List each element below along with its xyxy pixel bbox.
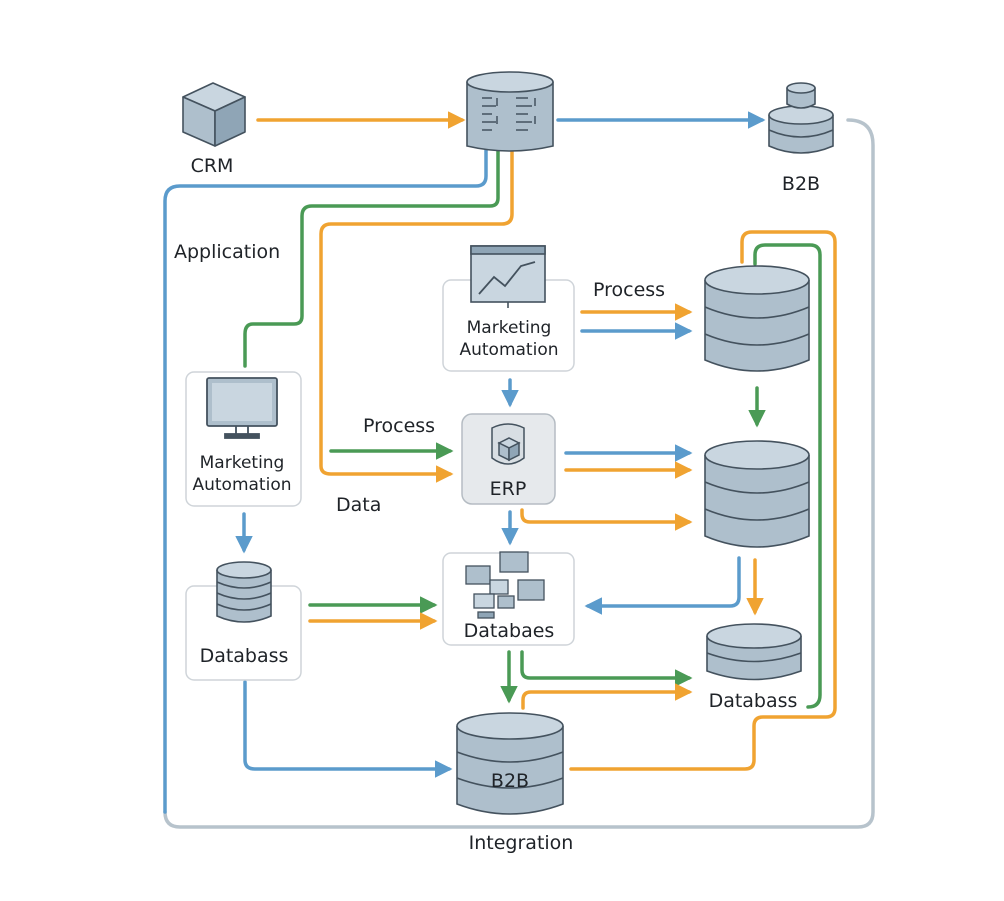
database-icon — [456, 712, 564, 815]
screens-cluster-icon — [465, 551, 545, 619]
database-stack-icon — [768, 82, 834, 154]
marketing-center-label-1: Marketing — [467, 318, 552, 338]
integration-loop-edge — [163, 118, 875, 829]
marketing-center-label-2: Automation — [459, 340, 558, 360]
server-icon — [466, 71, 554, 152]
erp-label: ERP — [490, 478, 527, 500]
process-top-label: Process — [593, 279, 665, 301]
connectors — [163, 111, 875, 829]
data-label: Data — [336, 494, 381, 516]
db-right-mid-node[interactable] — [704, 440, 810, 548]
b2b-to-databass-right-edge — [521, 683, 693, 710]
erp-to-db-mid-lower-edge — [520, 508, 693, 531]
hub-blue-loop-edge — [163, 148, 488, 814]
database-icon — [704, 265, 810, 372]
databass-right-label: Databass — [709, 690, 798, 712]
b2b-bottom-label: B2B — [491, 770, 529, 792]
b2b-top-node[interactable]: B2B — [768, 82, 834, 195]
crm-node[interactable]: CRM — [182, 82, 246, 177]
marketing-left-label-1: Marketing — [200, 453, 285, 473]
database-icon — [706, 623, 802, 681]
databass-left-node[interactable]: Databass — [185, 561, 302, 681]
hub-to-marketing-left-edge — [243, 148, 500, 368]
marketing-left-node[interactable]: Marketing Automation — [185, 371, 302, 507]
crm-label: CRM — [191, 155, 234, 177]
databass-right-node[interactable]: Databass — [706, 623, 802, 712]
hub-to-erp-edge — [319, 148, 514, 483]
erp-node[interactable]: ERP — [461, 413, 556, 505]
db-mid-to-databaes-edge — [584, 556, 741, 615]
databass-to-b2b-edge — [243, 680, 453, 778]
databass-left-label: Databass — [200, 645, 289, 667]
database-icon — [216, 561, 272, 623]
databaes-label: Databaes — [464, 620, 555, 642]
cube-badge-icon — [491, 423, 525, 465]
databaes-node[interactable]: Databaes — [442, 551, 575, 646]
db-right-top-node[interactable] — [704, 265, 810, 372]
chart-board-icon — [470, 245, 546, 308]
databaes-to-databass-right-edge — [520, 650, 693, 687]
marketing-center-node[interactable]: Marketing Automation — [442, 245, 575, 372]
right-green-loop-edge — [753, 243, 822, 709]
marketing-left-label-2: Automation — [192, 475, 291, 495]
cube-icon — [182, 82, 246, 147]
hub-node[interactable] — [466, 71, 554, 152]
b2b-to-right-loop-edge — [569, 230, 837, 771]
integration-label: Integration — [469, 832, 574, 854]
database-icon — [704, 440, 810, 548]
monitor-icon — [206, 377, 278, 439]
b2b-bottom-node[interactable]: B2B — [456, 712, 564, 815]
process-mid-label: Process — [363, 415, 435, 437]
application-label: Application — [174, 241, 280, 263]
b2b-top-label: B2B — [782, 173, 820, 195]
